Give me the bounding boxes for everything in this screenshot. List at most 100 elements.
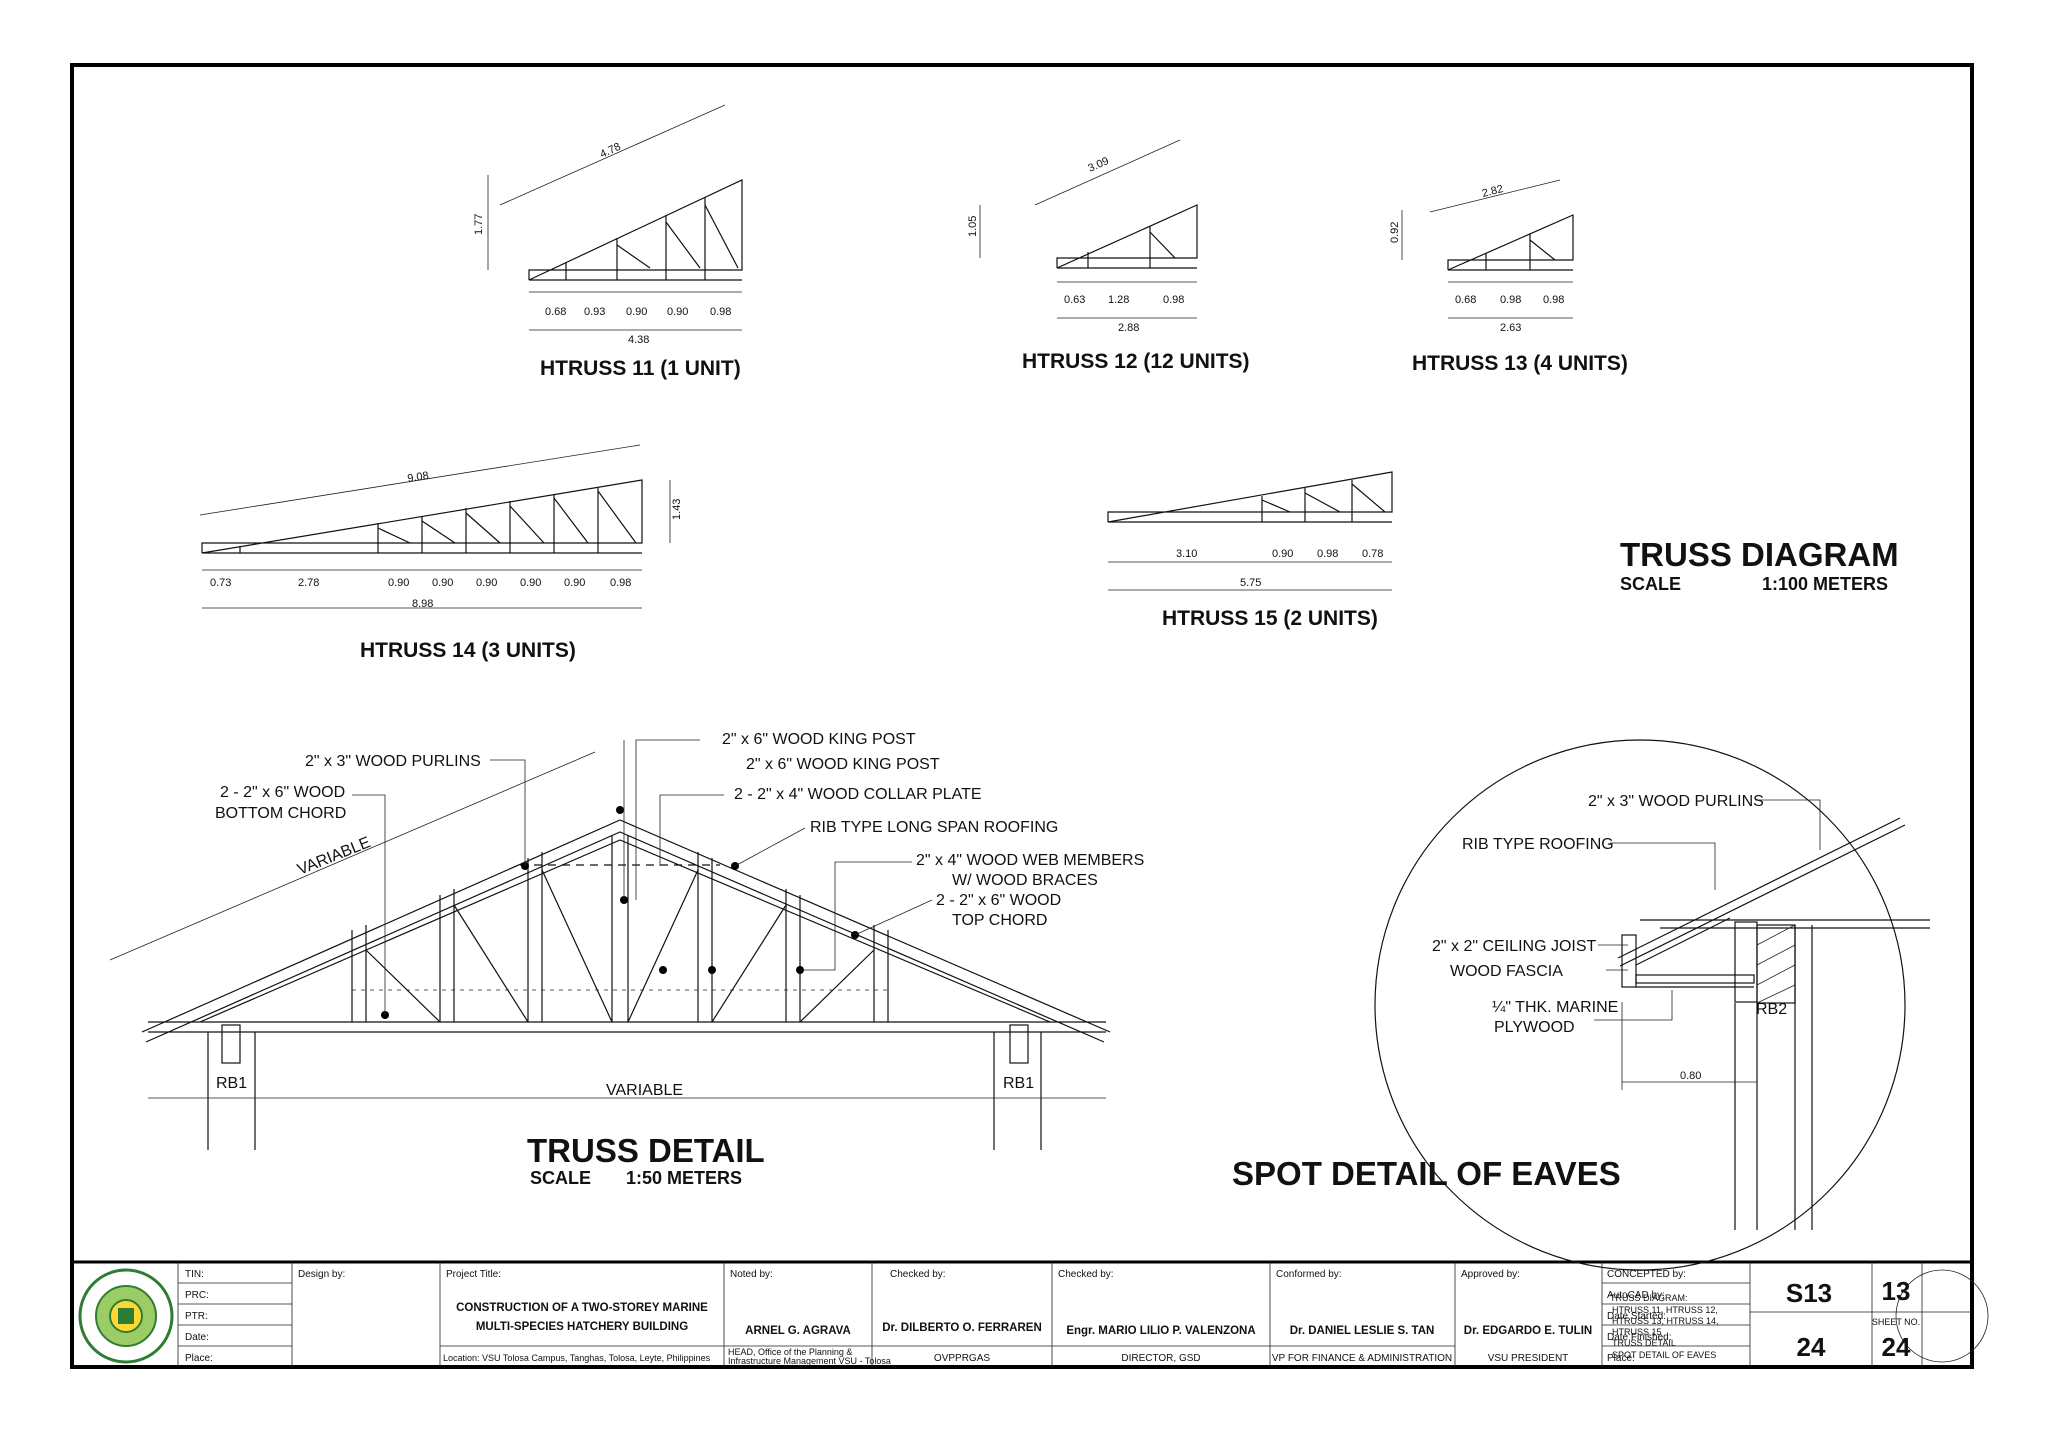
truss-detail: VARIABLE VARIABLE RB1 RB1 2" x 3" WOOD P… [109, 731, 1144, 1188]
htruss-11-seg-1: 0.68 [545, 306, 566, 318]
eaves-label-beam: RB2 [1756, 1001, 1787, 1018]
checked-by-2-position: DIRECTOR, GSD [1121, 1353, 1200, 1364]
htruss-13-seg-3: 0.98 [1543, 294, 1564, 306]
project-title-line-1: CONSTRUCTION OF A TWO-STOREY MARINE [456, 1302, 708, 1314]
checked-by-1-name: Dr. DILBERTO O. FERRAREN [882, 1322, 1042, 1334]
eaves-detail: 0.80 2" x 3" WOOD PURLINS RIB TYPE ROOFI… [1232, 739, 1930, 1271]
checked-by-1-role: Checked by: [890, 1269, 946, 1280]
truss-diagram-title: TRUSS DIAGRAM [1620, 536, 1899, 573]
truss-detail-scale-label: SCALE [530, 1168, 591, 1188]
title-block: TIN: PRC: PTR: Date: Place: Design by: P… [78, 1262, 1989, 1367]
truss-detail-scale-value: 1:50 METERS [626, 1168, 742, 1188]
truss-detail-variable-span: VARIABLE [606, 1082, 683, 1099]
htruss-13-height: 0.92 [1389, 222, 1401, 243]
eaves-label-roofing: RIB TYPE ROOFING [1462, 836, 1614, 853]
sheet-contents-2: HTRUSS 11, HTRUSS 12, [1612, 1305, 1718, 1315]
sheet-current: 24 [1797, 1332, 1826, 1362]
project-title-label: Project Title: [446, 1269, 501, 1280]
field-ptr: PTR: [185, 1311, 208, 1322]
eaves-label-plywood-1: ¼" THK. MARINE [1492, 999, 1618, 1016]
htruss-15-seg-4: 0.78 [1362, 548, 1383, 560]
htruss-15-title: HTRUSS 15 (2 UNITS) [1162, 607, 1378, 630]
design-by-label: Design by: [298, 1269, 345, 1280]
sheet-contents-4: HTRUSS 15 [1612, 1327, 1662, 1337]
approved-by-role: Approved by: [1461, 1269, 1520, 1280]
htruss-12-seg-1: 0.63 [1064, 294, 1085, 306]
htruss-11-seg-5: 0.98 [710, 306, 731, 318]
htruss-14-seg-8: 0.98 [610, 577, 631, 589]
htruss-11-seg-2: 0.93 [584, 306, 605, 318]
htruss-14-seg-6: 0.90 [520, 577, 541, 589]
htruss-13-span: 2.63 [1500, 322, 1521, 334]
htruss-11-seg-4: 0.90 [667, 306, 688, 318]
htruss-12-height: 1.05 [967, 216, 979, 237]
sheet-code: S13 [1786, 1278, 1832, 1308]
label-top-chord-2: TOP CHORD [952, 912, 1047, 929]
meta-autocad-by: AutoCAD by: [1607, 1290, 1665, 1301]
meta-date-finished: Date Finished: [1607, 1332, 1671, 1343]
eaves-overhang-dim: 0.80 [1680, 1070, 1701, 1082]
field-place: Place: [185, 1353, 213, 1364]
htruss-14-seg-5: 0.90 [476, 577, 497, 589]
conformed-by-role: Conformed by: [1276, 1269, 1342, 1280]
htruss-15-seg-2: 0.90 [1272, 548, 1293, 560]
field-tin: TIN: [185, 1269, 204, 1280]
truss-diagram-section: TRUSS DIAGRAM SCALE 1:100 METERS [1620, 536, 1899, 594]
label-web-members-2: W/ WOOD BRACES [952, 872, 1098, 889]
eaves-label-fascia: WOOD FASCIA [1450, 963, 1563, 980]
htruss-13-seg-1: 0.68 [1455, 294, 1476, 306]
htruss-14-height: 1.43 [671, 499, 683, 520]
htruss-14: 0.73 2.78 0.90 0.90 0.90 0.90 0.90 0.98 … [199, 444, 683, 662]
htruss-15-span: 5.75 [1240, 577, 1261, 589]
approved-by-name: Dr. EDGARDO E. TULIN [1464, 1325, 1592, 1337]
htruss-13-seg-2: 0.98 [1500, 294, 1521, 306]
htruss-14-seg-3: 0.90 [388, 577, 409, 589]
label-king-post-1: 2" x 6" WOOD KING POST [722, 731, 916, 748]
eaves-label-plywood-2: PLYWOOD [1494, 1019, 1575, 1036]
meta-date-started: Date Started: [1607, 1311, 1666, 1322]
checked-by-1-position: OVPPRGAS [934, 1353, 990, 1364]
eaves-detail-title: SPOT DETAIL OF EAVES [1232, 1155, 1621, 1192]
label-top-chord-1: 2 - 2" x 6" WOOD [936, 892, 1061, 909]
university-seal [78, 1268, 174, 1364]
truss-detail-beam-right: RB1 [1003, 1075, 1034, 1092]
noted-by-role: Noted by: [730, 1269, 773, 1280]
htruss-15-seg-1: 3.10 [1176, 548, 1197, 560]
eaves-label-ceiling-joist: 2" x 2" CEILING JOIST [1432, 938, 1597, 955]
htruss-13-top-chord: 2.82 [1481, 183, 1505, 200]
htruss-14-top-chord: 9.08 [407, 470, 430, 485]
noted-by-position-2: Infrastructure Management VSU - Tolosa [728, 1356, 891, 1366]
htruss-12-title: HTRUSS 12 (12 UNITS) [1022, 350, 1250, 373]
htruss-13: 0.68 0.98 0.98 2.63 2.82 0.92 HTRUSS 13 … [1389, 179, 1628, 375]
sheet-contents-6: SPOT DETAIL OF EAVES [1612, 1350, 1716, 1360]
sheet-contents-3: HTRUSS 13, HTRUSS 14, [1612, 1316, 1719, 1326]
project-location: Location: VSU Tolosa Campus, Tanghas, To… [443, 1353, 711, 1363]
htruss-12: 0.63 1.28 0.98 2.88 3.09 1.05 HTRUSS 12 … [967, 139, 1250, 373]
field-prc: PRC: [185, 1290, 209, 1301]
label-long-span-roofing: RIB TYPE LONG SPAN ROOFING [810, 819, 1058, 836]
approved-by-position: VSU PRESIDENT [1488, 1353, 1569, 1364]
htruss-14-span: 8.98 [412, 598, 433, 610]
truss-diagram-scale-label: SCALE [1620, 574, 1681, 594]
htruss-12-span: 2.88 [1118, 322, 1139, 334]
htruss-14-seg-4: 0.90 [432, 577, 453, 589]
field-date: Date: [185, 1332, 209, 1343]
htruss-14-seg-7: 0.90 [564, 577, 585, 589]
meta-place: Place: [1607, 1353, 1635, 1364]
conformed-by-name: Dr. DANIEL LESLIE S. TAN [1290, 1325, 1435, 1337]
sheet-contents-5: TRUSS DETAIL [1612, 1338, 1676, 1348]
htruss-12-seg-2: 1.28 [1108, 294, 1129, 306]
eaves-label-purlins: 2" x 3" WOOD PURLINS [1588, 793, 1764, 810]
eaves-detail-circle [1374, 739, 1906, 1271]
label-bottom-chord-2: BOTTOM CHORD [215, 805, 346, 822]
htruss-11: 0.68 0.93 0.90 0.90 0.98 4.38 4.78 1.77 … [473, 104, 743, 380]
meta-concepted-by: CONCEPTED by: [1607, 1269, 1686, 1280]
htruss-14-seg-1: 0.73 [210, 577, 231, 589]
htruss-15: 3.10 0.90 0.98 0.78 5.75 HTRUSS 15 (2 UN… [1107, 471, 1393, 630]
htruss-12-seg-3: 0.98 [1163, 294, 1184, 306]
sheet-no-label: SHEET NO. [1872, 1317, 1920, 1327]
truss-detail-beam-left: RB1 [216, 1075, 247, 1092]
checked-by-2-role: Checked by: [1058, 1269, 1114, 1280]
label-collar-plate: 2 - 2" x 4" WOOD COLLAR PLATE [734, 786, 982, 803]
